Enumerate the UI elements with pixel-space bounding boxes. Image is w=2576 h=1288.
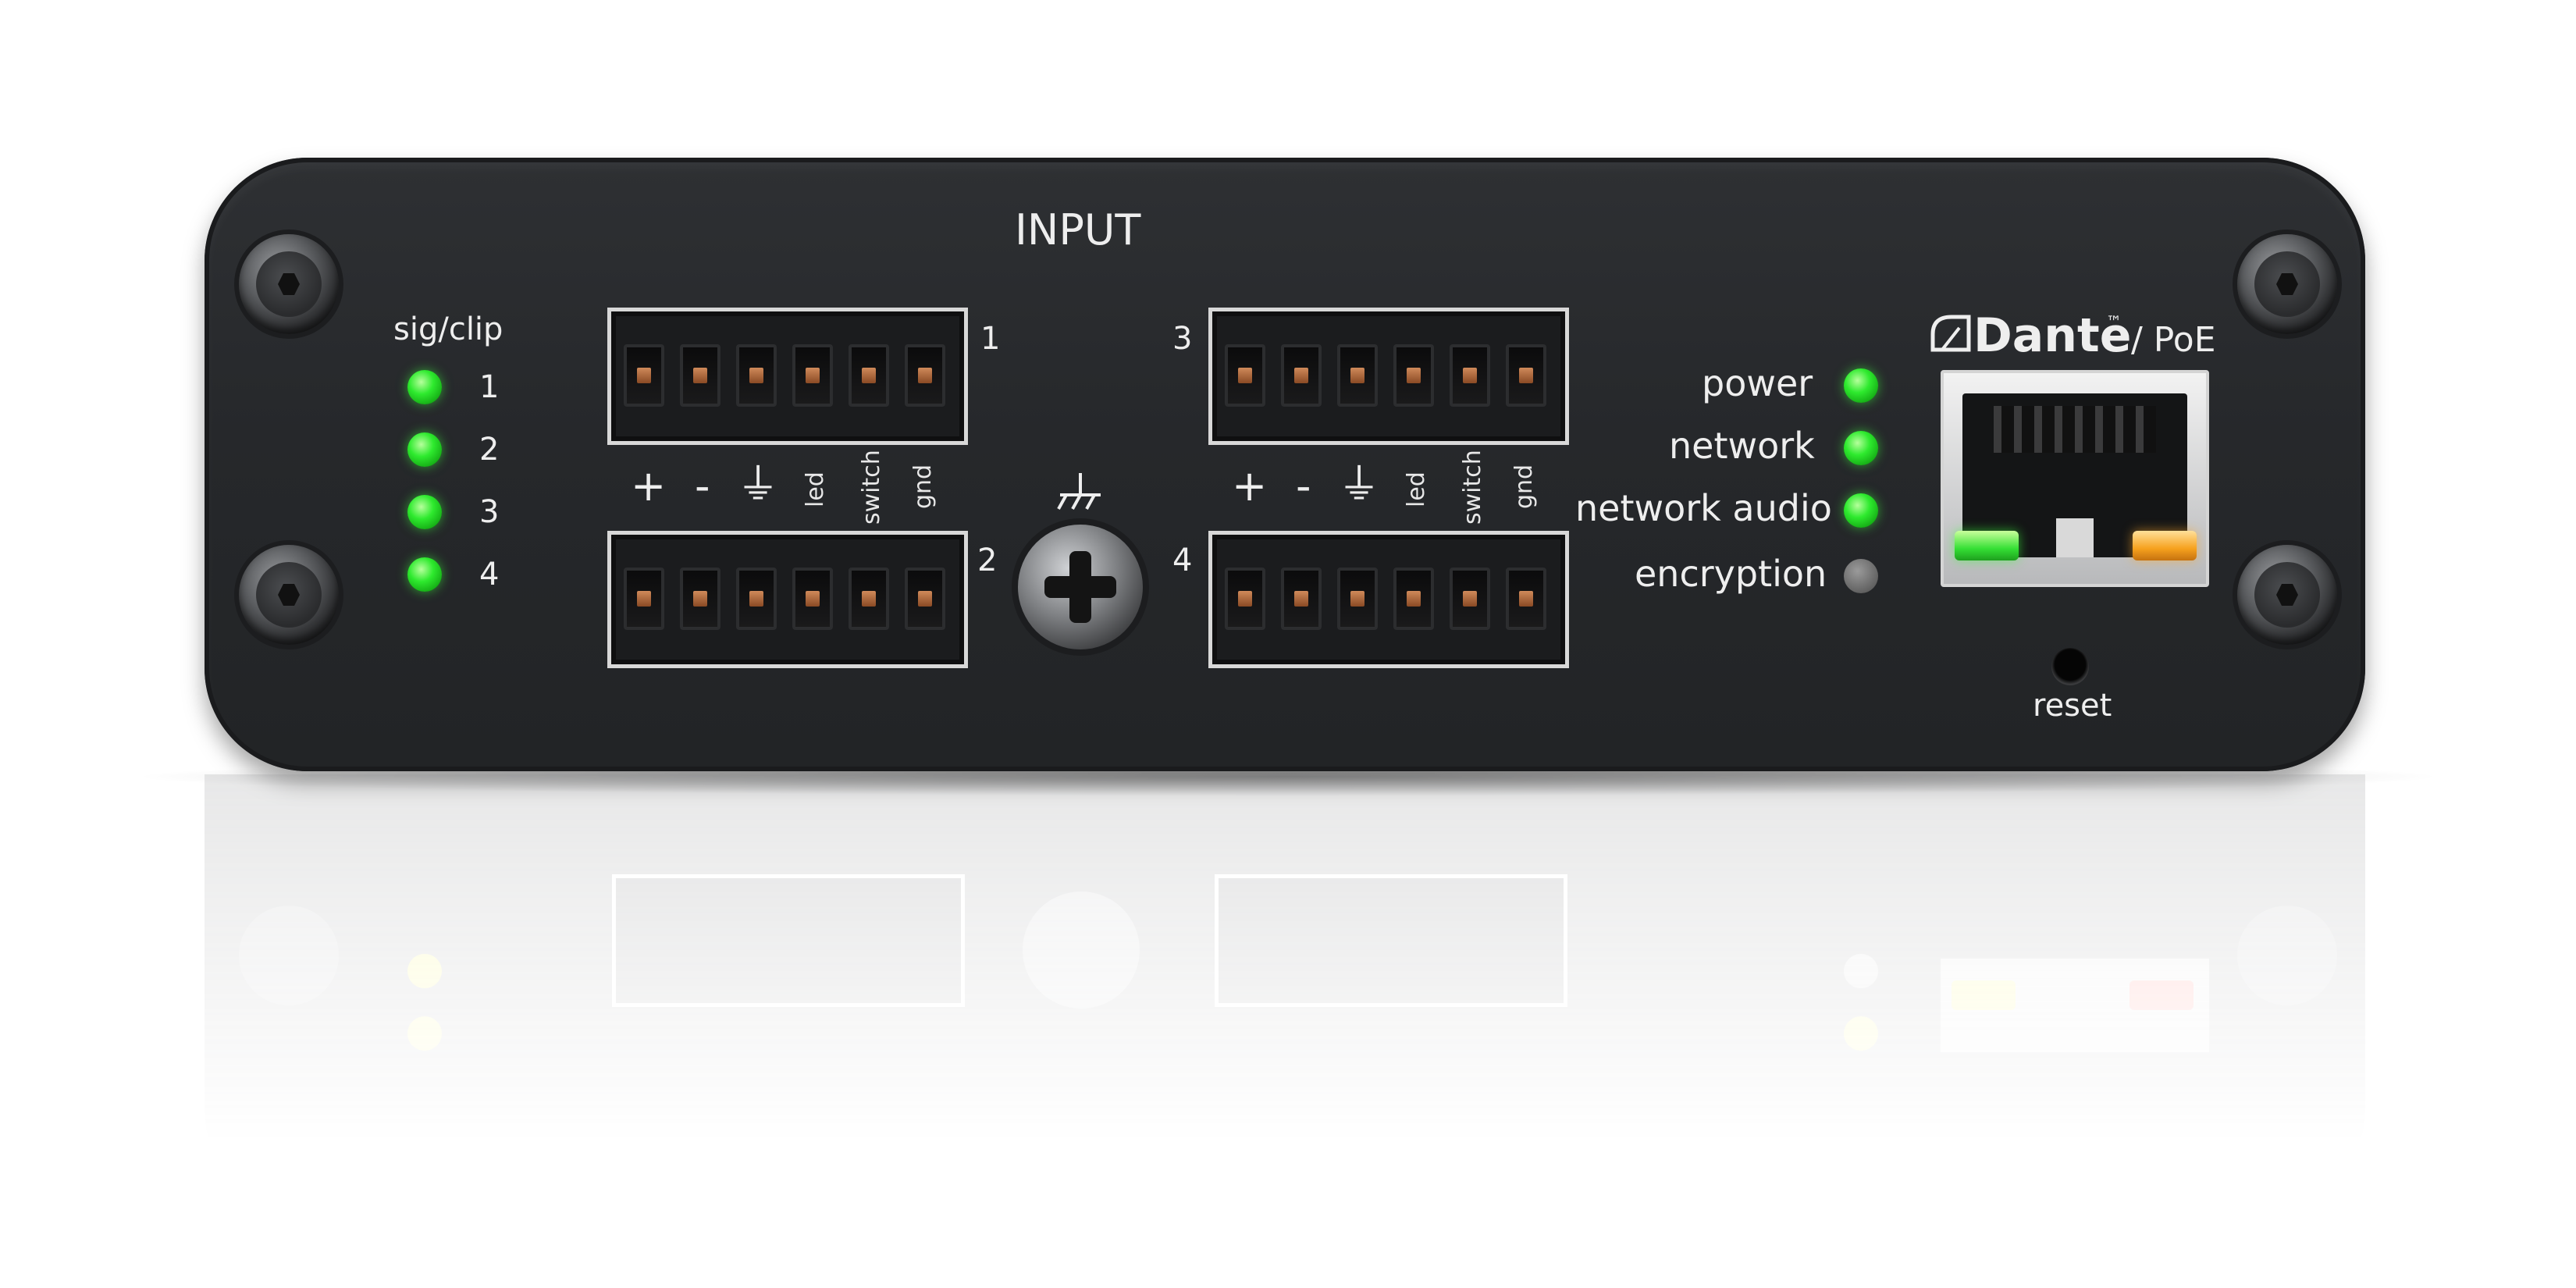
pin-label-led: led [802, 471, 829, 507]
ground-screw-icon [1018, 525, 1143, 649]
ground-symbol-icon: ⏚ [1338, 460, 1380, 509]
connector-number: 3 [1172, 321, 1193, 357]
pin-label-switch: switch [858, 450, 885, 525]
connector-number: 2 [977, 543, 998, 578]
dante-logo-icon [1930, 315, 1971, 352]
reset-label: reset [2033, 688, 2112, 724]
sig-clip-channel: 4 [479, 557, 500, 592]
terminal-block-connector-1 [607, 308, 968, 445]
panel-reflection [0, 774, 2576, 1288]
terminal-block-connector-4 [1208, 531, 1569, 668]
ethernet-activity-led [2133, 531, 2197, 560]
pin-label-led: led [1403, 471, 1430, 507]
status-led-network-audio [1844, 493, 1878, 528]
ethernet-link-led [1955, 531, 2019, 560]
sig-clip-label: sig/clip [393, 311, 503, 347]
input-title: INPUT [1015, 205, 1141, 254]
pin-label-plus: + [631, 461, 667, 511]
sig-clip-led-4 [407, 557, 442, 592]
screw-icon [2237, 545, 2337, 645]
status-label-encryption: encryption [1635, 553, 1827, 595]
terminal-block-connector-3 [1208, 308, 1569, 445]
brand-logo-text: Dante [1973, 308, 2132, 363]
reset-button[interactable] [2051, 648, 2089, 685]
pin-label-minus: - [1296, 461, 1311, 511]
status-label-network: network [1669, 425, 1815, 467]
brand-suffix: / PoE [2131, 320, 2216, 360]
status-led-network [1844, 431, 1878, 465]
brand-trademark: ™ [2106, 312, 2122, 331]
status-led-encryption [1844, 559, 1878, 593]
status-label-power: power [1702, 362, 1813, 404]
ground-symbol-icon: ⏚ [737, 460, 779, 509]
sig-clip-channel: 1 [479, 369, 500, 405]
screw-icon [2237, 234, 2337, 334]
screw-icon [239, 234, 339, 334]
pin-label-gnd: gnd [909, 464, 937, 509]
sig-clip-led-1 [407, 370, 442, 404]
connector-number: 1 [980, 321, 1001, 357]
sig-clip-channel: 2 [479, 432, 500, 468]
connector-number: 4 [1172, 543, 1193, 578]
screw-icon [239, 545, 339, 645]
status-label-network-audio: network audio [1575, 487, 1832, 529]
pin-label-switch: switch [1459, 450, 1486, 525]
terminal-block-connector-2 [607, 531, 968, 668]
sig-clip-channel: 3 [479, 494, 500, 530]
pin-label-gnd: gnd [1510, 464, 1538, 509]
status-led-power [1844, 368, 1878, 403]
ethernet-port-icon[interactable] [1941, 370, 2209, 587]
sig-clip-led-2 [407, 432, 442, 467]
pin-label-plus: + [1232, 461, 1268, 511]
chassis-ground-icon [1057, 473, 1101, 510]
pin-label-minus: - [695, 461, 710, 511]
sig-clip-led-3 [407, 495, 442, 529]
